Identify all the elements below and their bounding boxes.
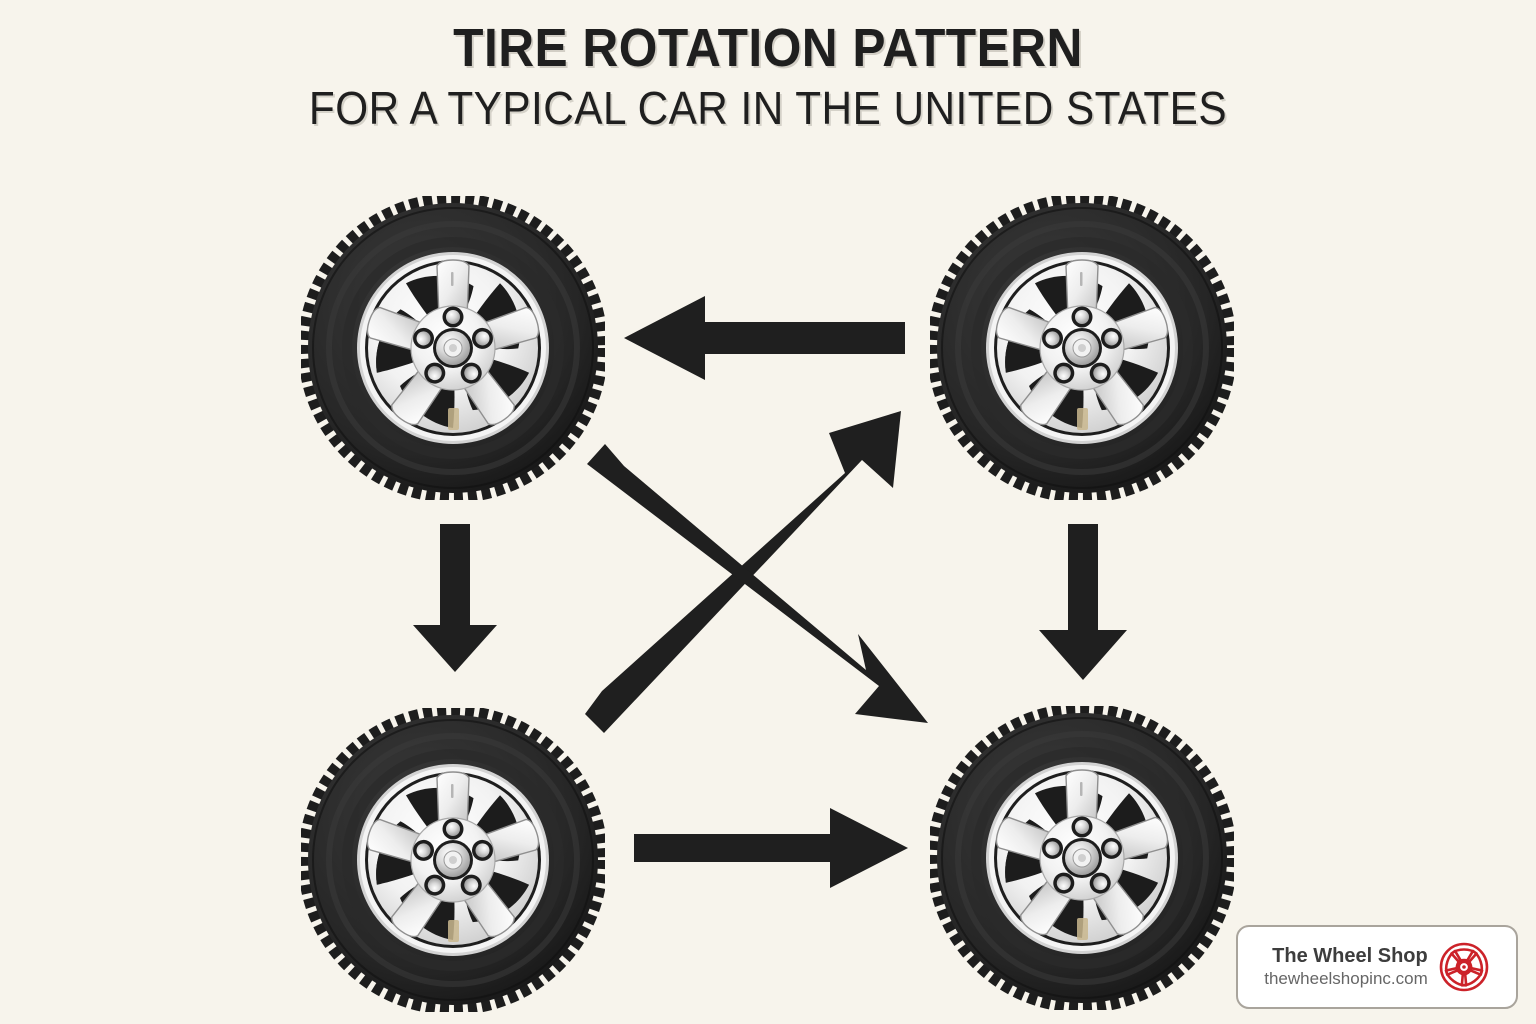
wheel-front-right[interactable] (930, 196, 1234, 500)
wheel-rear-left[interactable] (301, 708, 605, 1012)
wheel-front-left[interactable] (301, 196, 605, 500)
title-block: TIRE ROTATION PATTERN FOR A TYPICAL CAR … (0, 20, 1536, 133)
page-subtitle: FOR A TYPICAL CAR IN THE UNITED STATES (308, 81, 1228, 134)
arrow-diagonal-up-right (585, 411, 901, 733)
brand-url: thewheelshopinc.com (1264, 968, 1428, 988)
arrow-left-down (413, 524, 497, 672)
brand-logo (1438, 941, 1490, 993)
tire-icon (301, 708, 605, 1012)
brand-badge[interactable]: The Wheel Shop thewheelshopinc.com (1236, 925, 1518, 1009)
tire-icon (930, 706, 1234, 1010)
arrow-right-down (1039, 524, 1127, 680)
wheel-rear-right[interactable] (930, 706, 1234, 1010)
page-title: TIRE ROTATION PATTERN (453, 18, 1083, 78)
arrow-top-right-to-left (624, 296, 905, 380)
wheel-icon (1439, 942, 1489, 992)
tire-icon (301, 196, 605, 500)
arrow-diagonal-down-right (587, 444, 928, 723)
brand-badge-text: The Wheel Shop thewheelshopinc.com (1264, 945, 1427, 989)
brand-name: The Wheel Shop (1272, 945, 1428, 968)
tire-icon (930, 196, 1234, 500)
arrow-bottom-left-to-right (634, 808, 908, 888)
